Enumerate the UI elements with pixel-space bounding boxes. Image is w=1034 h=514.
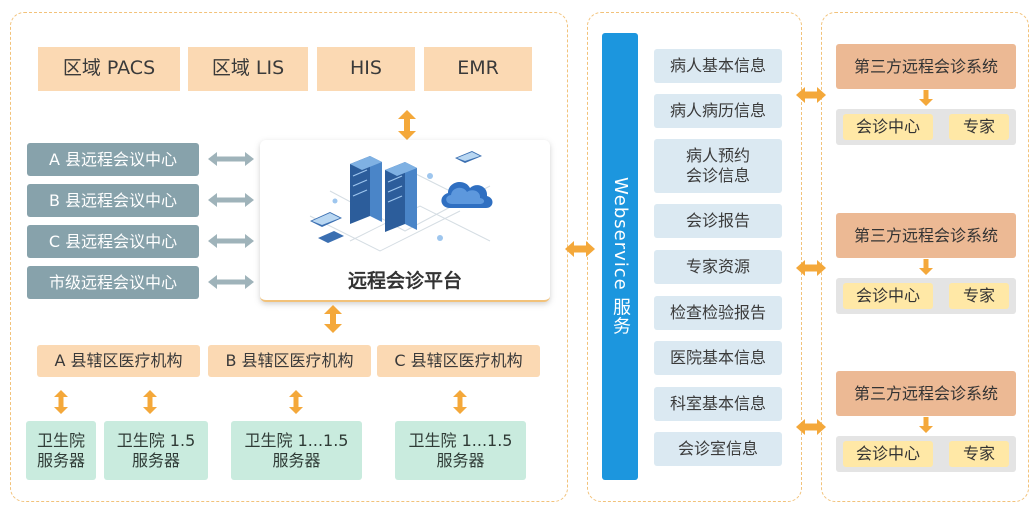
consult-center-badge: 会诊中心 [843, 441, 933, 467]
server-line1: 卫生院 1...1.5 [408, 430, 513, 450]
service-label: 会诊报告 [685, 211, 750, 230]
double-arrow-icon [208, 275, 254, 289]
service-label: 病人基本信息 [669, 56, 766, 75]
expert-badge: 专家 [949, 441, 1009, 467]
third-party-title: 第三方远程会诊系统 [836, 371, 1016, 416]
double-arrow-icon [453, 390, 467, 414]
server-line2: 服务器 [436, 450, 485, 470]
server-line1: 卫生院 1...1.5 [244, 430, 349, 450]
webservice-label: Webservice 服务 [610, 177, 631, 336]
center-a: A 县远程会议中心 [27, 143, 199, 176]
double-arrow-icon [143, 390, 157, 414]
institution-c: C 县辖区医疗机构 [377, 345, 540, 377]
platform-title: 远程会诊平台 [347, 270, 462, 292]
double-arrow-icon [796, 260, 826, 276]
cloud-icon [441, 181, 493, 208]
service-label: 科室基本信息 [669, 394, 766, 413]
server-line2: 服务器 [272, 450, 321, 470]
arrow-down-icon [919, 90, 933, 106]
service-label: 病人病历信息 [669, 101, 766, 120]
service-label: 医院基本信息 [669, 348, 766, 367]
server-box-1: 卫生院 服务器 [26, 421, 96, 480]
arrow-down-icon [919, 259, 933, 275]
institution-b: B 县辖区医疗机构 [208, 345, 371, 377]
server-line1: 卫生院 [36, 430, 85, 450]
center-b: B 县远程会议中心 [27, 184, 199, 217]
center-city: 市级远程会议中心 [27, 266, 199, 299]
double-arrow-icon [796, 419, 826, 435]
double-arrow-icon [208, 193, 254, 207]
double-arrow-icon [796, 87, 826, 103]
service-label: 病人预约 [685, 146, 750, 165]
service-item: 病人基本信息 [654, 49, 782, 83]
third-party-title: 第三方远程会诊系统 [836, 213, 1016, 258]
service-label: 专家资源 [685, 257, 750, 276]
service-item: 医院基本信息 [654, 341, 782, 375]
center-c: C 县远程会议中心 [27, 225, 199, 258]
third-party-title: 第三方远程会诊系统 [836, 44, 1016, 89]
left-panel [10, 12, 568, 502]
double-arrow-icon [398, 110, 416, 140]
top-system-lis: 区域 LIS [188, 47, 308, 91]
service-label: 检查检验报告 [669, 303, 766, 322]
top-system-his: HIS [317, 47, 415, 91]
expert-badge: 专家 [949, 114, 1009, 140]
service-item: 会诊报告 [654, 204, 782, 238]
service-item: 专家资源 [654, 250, 782, 284]
server-box-3: 卫生院 1...1.5 服务器 [231, 421, 362, 480]
double-arrow-icon [208, 234, 254, 248]
double-arrow-icon [208, 152, 254, 166]
remote-consultation-platform: 远程会诊平台 [260, 140, 550, 302]
service-item: 病人病历信息 [654, 94, 782, 128]
service-item: 科室基本信息 [654, 387, 782, 421]
service-label-2: 会诊信息 [685, 166, 750, 185]
arrow-down-icon [919, 417, 933, 433]
service-item: 病人预约 会诊信息 [654, 139, 782, 193]
top-system-pacs: 区域 PACS [38, 47, 180, 91]
service-item: 会诊室信息 [654, 432, 782, 466]
server-box-4: 卫生院 1...1.5 服务器 [395, 421, 526, 480]
middle-panel [587, 12, 802, 502]
institution-a: A 县辖区医疗机构 [37, 345, 200, 377]
double-arrow-icon [324, 305, 342, 333]
service-label: 会诊室信息 [677, 439, 758, 458]
server-box-2: 卫生院 1.5 服务器 [104, 421, 208, 480]
expert-badge: 专家 [949, 283, 1009, 309]
server-line2: 服务器 [131, 450, 180, 470]
webservice-bar: Webservice 服务 [602, 33, 638, 480]
server-rack-icon [309, 151, 493, 252]
right-panel [821, 12, 1029, 502]
double-arrow-icon [289, 390, 303, 414]
top-system-emr: EMR [424, 47, 532, 91]
server-line1: 卫生院 1.5 [116, 430, 196, 450]
consult-center-badge: 会诊中心 [843, 283, 933, 309]
consult-center-badge: 会诊中心 [843, 114, 933, 140]
service-item: 检查检验报告 [654, 296, 782, 330]
double-arrow-icon [54, 390, 68, 414]
server-line2: 服务器 [36, 450, 85, 470]
double-arrow-icon [565, 241, 595, 257]
